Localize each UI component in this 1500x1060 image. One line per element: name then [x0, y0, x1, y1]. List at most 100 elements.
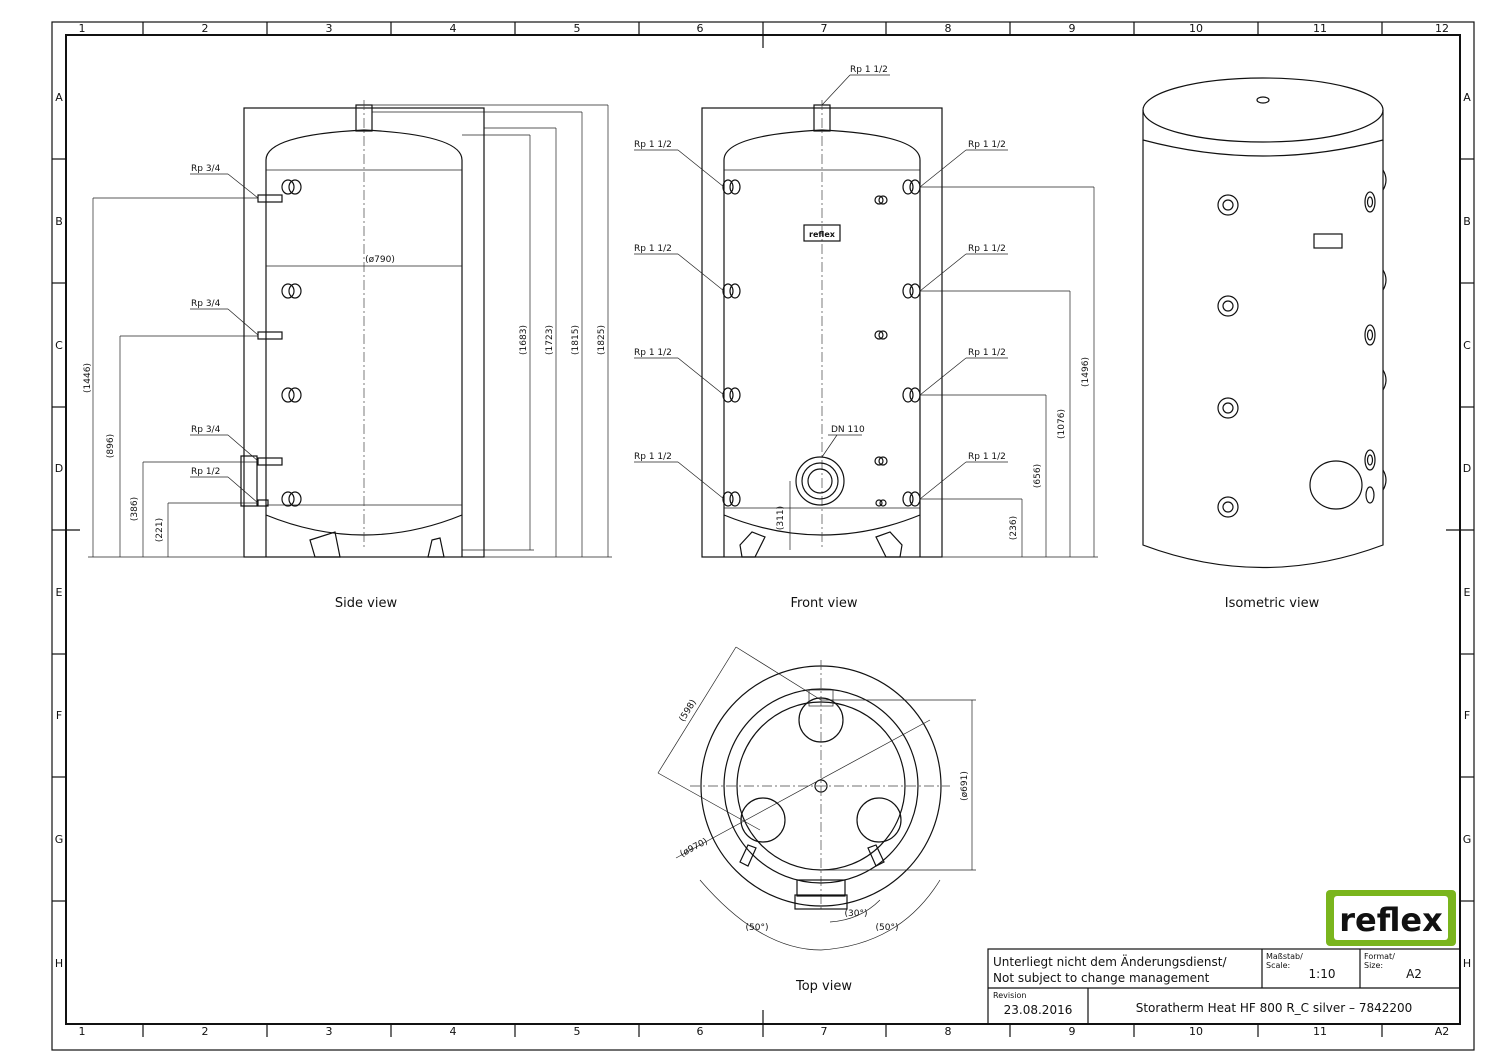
front-height-1076: (1076)	[1057, 409, 1067, 439]
top-dim-598: (598)	[678, 698, 699, 724]
reflex-logo: reflex	[1326, 890, 1456, 946]
front-right-conn-3: Rp 1 1/2	[968, 348, 1006, 358]
front-view: reflex DN 110 (311) Rp 1 1/2	[634, 65, 1098, 611]
front-nameplate-text: reflex	[809, 230, 836, 239]
front-view-title: Front view	[791, 596, 858, 611]
front-right-conn-1: Rp 1 1/2	[968, 140, 1006, 150]
grid-row-f: F	[56, 709, 62, 722]
grid-col-6: 6	[697, 22, 704, 35]
inner-frame	[65, 34, 1461, 1025]
iso-nameplate	[1313, 233, 1343, 249]
front-height-1496: (1496)	[1081, 357, 1091, 387]
drawing-title: Storatherm Heat HF 800 R_C silver – 7842…	[1136, 1001, 1413, 1015]
grid-row-d-right: D	[1463, 462, 1471, 475]
reflex-logo-text: reflex	[1339, 901, 1443, 939]
front-flange-label: DN 110	[831, 425, 865, 435]
grid-col-12: 12	[1435, 22, 1449, 35]
grid-col-b5: 5	[574, 1025, 581, 1038]
title-block: Unterliegt nicht dem Änderungsdienst/ No…	[987, 948, 1461, 1025]
side-height-221: (221)	[155, 518, 165, 542]
top-dim-970: (ø970)	[679, 837, 710, 860]
grid-col-b8: 8	[945, 1025, 952, 1038]
grid-col-11: 11	[1313, 22, 1327, 35]
top-angle-c: (30°)	[845, 909, 868, 919]
format-value: A2	[1406, 967, 1422, 981]
front-height-236: (236)	[1009, 516, 1019, 540]
scale-value: 1:10	[1309, 967, 1336, 981]
side-view: (ø790) Rp 3/4 Rp 3/4 Rp 3/4 Rp 1/2 (1446…	[83, 100, 612, 611]
grid-row-g-right: G	[1463, 833, 1472, 846]
grid-row-g: G	[55, 833, 64, 846]
grid-col-7: 7	[821, 22, 828, 35]
grid-row-d: D	[55, 462, 63, 475]
top-view-title: Top view	[795, 979, 852, 994]
grid-col-b10: 10	[1189, 1025, 1203, 1038]
top-view: (598) (ø970) (ø691) (50°) (50°) (30°) To…	[657, 646, 976, 994]
grid-col-b7: 7	[821, 1025, 828, 1038]
side-height-1446: (1446)	[83, 363, 93, 393]
side-height-896: (896)	[106, 434, 116, 458]
side-conn-2: Rp 3/4	[191, 299, 221, 309]
iso-top-lid	[1142, 77, 1384, 143]
front-height-656: (656)	[1033, 464, 1043, 488]
isometric-view-title: Isometric view	[1225, 596, 1320, 611]
side-view-title: Side view	[335, 596, 398, 611]
top-angle-b: (50°)	[876, 923, 899, 933]
grid-col-9: 9	[1069, 22, 1076, 35]
iso-body	[1142, 140, 1384, 569]
grid-row-c: C	[55, 339, 63, 352]
format-label-2: Size:	[1364, 961, 1383, 970]
grid-col-b1: 1	[79, 1025, 86, 1038]
front-left-conn-3: Rp 1 1/2	[634, 348, 672, 358]
side-height-1815: (1815)	[571, 325, 581, 355]
front-flange-height: (311)	[776, 506, 786, 530]
front-left-conn-4: Rp 1 1/2	[634, 452, 672, 462]
grid-row-e-right: E	[1464, 586, 1471, 599]
front-left-conn-1: Rp 1 1/2	[634, 140, 672, 150]
grid-row-f-right: F	[1464, 709, 1470, 722]
revision-date: 23.08.2016	[1004, 1003, 1073, 1017]
grid-col-2: 2	[202, 22, 209, 35]
front-left-conn-2: Rp 1 1/2	[634, 244, 672, 254]
grid-col-b2: 2	[202, 1025, 209, 1038]
grid-ticks	[52, 22, 1474, 1037]
side-height-1683: (1683)	[519, 325, 529, 355]
grid-col-10: 10	[1189, 22, 1203, 35]
isometric-view: Isometric view	[1142, 77, 1387, 611]
side-height-1825: (1825)	[597, 325, 607, 355]
front-tank-shell	[723, 129, 921, 557]
top-angle-a: (50°)	[746, 923, 769, 933]
grid-col-5: 5	[574, 22, 581, 35]
front-flange	[795, 456, 845, 506]
revision-label: Revision	[993, 991, 1026, 1000]
side-diameter-label: (ø790)	[365, 255, 395, 265]
format-label: Format/	[1364, 952, 1395, 961]
grid-row-e: E	[56, 586, 63, 599]
grid-col-b9: 9	[1069, 1025, 1076, 1038]
grid-col-b12: A2	[1435, 1025, 1450, 1038]
side-height-1723: (1723)	[545, 325, 555, 355]
grid-row-a: A	[55, 91, 63, 104]
top-dim-691: (ø691)	[960, 771, 970, 801]
grid-row-h-right: H	[1463, 957, 1471, 970]
side-tank-shell	[265, 129, 463, 557]
grid-col-8: 8	[945, 22, 952, 35]
title-note-en: Not subject to change management	[993, 971, 1210, 985]
front-right-conn-2: Rp 1 1/2	[968, 244, 1006, 254]
front-right-conn-4: Rp 1 1/2	[968, 452, 1006, 462]
iso-flange-cover	[1309, 460, 1363, 510]
grid-row-b-right: B	[1463, 215, 1471, 228]
title-note-de: Unterliegt nicht dem Änderungsdienst/	[993, 954, 1227, 969]
grid-row-a-right: A	[1463, 91, 1471, 104]
side-conn-3: Rp 3/4	[191, 425, 221, 435]
scale-label: Maßstab/	[1266, 952, 1303, 961]
grid-col-b11: 11	[1313, 1025, 1327, 1038]
grid-col-b6: 6	[697, 1025, 704, 1038]
grid-col-3: 3	[326, 22, 333, 35]
grid-row-c-right: C	[1463, 339, 1471, 352]
front-nameplate	[803, 224, 841, 242]
front-top-connection: Rp 1 1/2	[850, 65, 888, 75]
side-conn-1: Rp 3/4	[191, 164, 221, 174]
scale-label-2: Scale:	[1266, 961, 1290, 970]
